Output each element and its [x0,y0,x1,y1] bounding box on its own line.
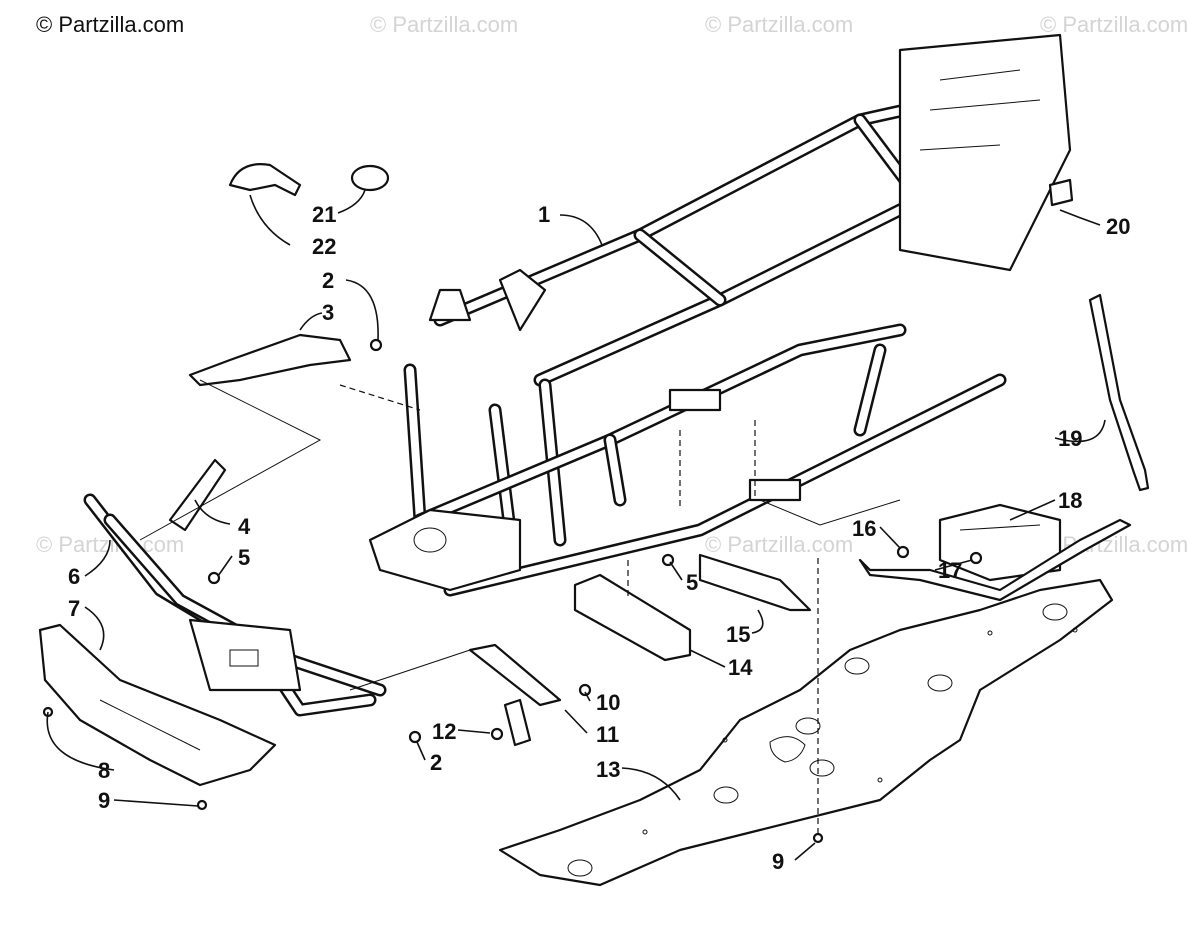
decal-label [1048,178,1074,207]
front-guard [38,623,277,787]
cable-tie [228,163,302,197]
callout-label: 7 [68,596,80,621]
watermark: © Partzilla.com [1040,12,1189,37]
callout-label: 9 [98,788,110,813]
callout-label: 11 [596,722,619,747]
callout-label: 14 [728,655,753,680]
rubber-strip [698,553,812,612]
callout-label: 5 [686,570,698,595]
rear-rod [1088,293,1150,492]
callout-label: 8 [98,758,110,783]
callout-label: 17 [938,558,962,583]
callout-labels: 1 20 21 22 2 3 4 5 6 7 8 9 5 16 17 18 19… [68,202,1130,874]
callout-label: 16 [852,516,876,541]
skid-plate [498,578,1114,887]
front-bracket [188,333,352,387]
callout-label: 2 [430,750,442,775]
callout-label: 5 [238,545,250,570]
nut [896,545,910,559]
copyright-label: © Partzilla.com [36,12,185,37]
bolt [369,338,383,352]
watermark: © Partzilla.com [705,532,854,557]
rubber-pad [573,573,692,662]
watermark: © Partzilla.com [705,12,854,37]
mount-bracket [503,698,532,747]
callout-label: 18 [1058,488,1082,513]
screw [812,832,824,844]
callout-label: 2 [322,268,334,293]
watermark: © Partzilla.com [370,12,519,37]
callout-label: 3 [322,300,334,325]
hose-clamp [350,164,390,192]
leader-lines [46,189,1106,861]
callout-label: 1 [538,202,550,227]
bolt [207,571,221,585]
callout-label: 12 [432,719,456,744]
main-frame [368,33,1072,597]
callout-label: 6 [68,564,80,589]
bolt [578,683,592,697]
callout-label: 19 [1058,426,1082,451]
callout-label: 10 [596,690,620,715]
callout-label: 20 [1106,214,1130,239]
screw [196,799,208,811]
callout-label: 22 [312,234,336,259]
mount-bracket [468,643,562,707]
bolt [969,551,983,565]
front-bumper [83,458,387,717]
callout-label: 4 [238,514,251,539]
callout-label: 13 [596,757,620,782]
bolt [408,730,422,744]
callout-label: 9 [772,849,784,874]
nut [490,727,504,741]
callout-label: 21 [312,202,336,227]
callout-label: 15 [726,622,750,647]
